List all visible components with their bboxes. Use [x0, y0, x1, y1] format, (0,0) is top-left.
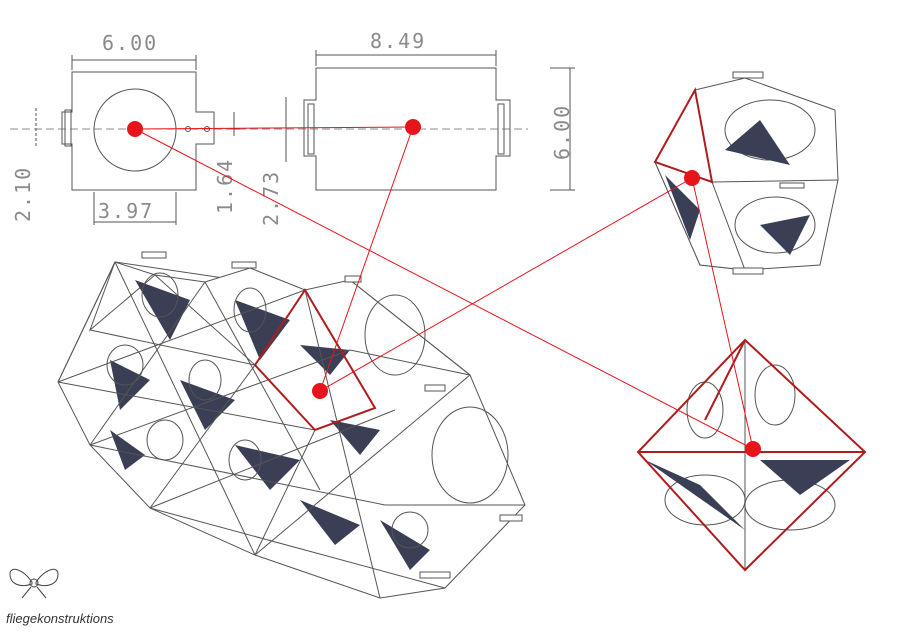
marker-octa-center: [745, 441, 761, 457]
bow-icon: [9, 568, 59, 599]
shade-panel-4: [180, 380, 235, 430]
shade-panel-1: [135, 280, 190, 340]
connector-cell-to-octa: [691, 177, 754, 450]
marker-dots: [127, 119, 761, 457]
cell-hole: [93, 88, 177, 172]
dim-left-height: 2.10: [11, 166, 35, 222]
shade-panel-10: [110, 430, 145, 470]
dim-top-width-left: 6.00: [102, 31, 158, 55]
connector-lines: [134, 126, 754, 450]
isometric-kite-assembly: [57, 251, 526, 599]
connector-square-to-octa: [134, 128, 754, 450]
dim-top-width-right: 8.49: [370, 29, 426, 53]
shade-panel-3: [110, 360, 150, 410]
connector-square-to-wide: [134, 126, 414, 130]
connector-assembly-to-cell: [319, 177, 693, 392]
isometric-cell-view: [653, 71, 839, 275]
assembly-highlight-cell: [253, 288, 377, 432]
shade-panel-6: [235, 445, 300, 490]
connector-wide-to-assembly: [319, 126, 414, 392]
shade-panel-7: [330, 420, 380, 455]
wide-cell-outline: [303, 67, 511, 191]
marker-iso-cell: [684, 170, 700, 186]
dim-hole-offset: 1.64: [213, 158, 237, 214]
left-slot: [64, 109, 72, 147]
shade-panel-8: [300, 500, 360, 545]
dim-bottom-width-left: 3.97: [98, 199, 154, 223]
dim-side-height-right: 6.00: [550, 104, 574, 160]
ortho-view-wide: [285, 50, 575, 191]
shade-panel-2: [235, 300, 290, 360]
marker-assembly-cell: [312, 383, 328, 399]
square-cell-outline: [61, 71, 215, 191]
marker-square-center: [127, 121, 143, 137]
shade-panel-5: [300, 345, 350, 375]
logo-text: fliegekonstruktions: [6, 611, 114, 626]
marker-wide-center: [405, 119, 421, 135]
assembly-outline: [57, 261, 526, 599]
dim-mid-height: 2.73: [259, 170, 283, 226]
